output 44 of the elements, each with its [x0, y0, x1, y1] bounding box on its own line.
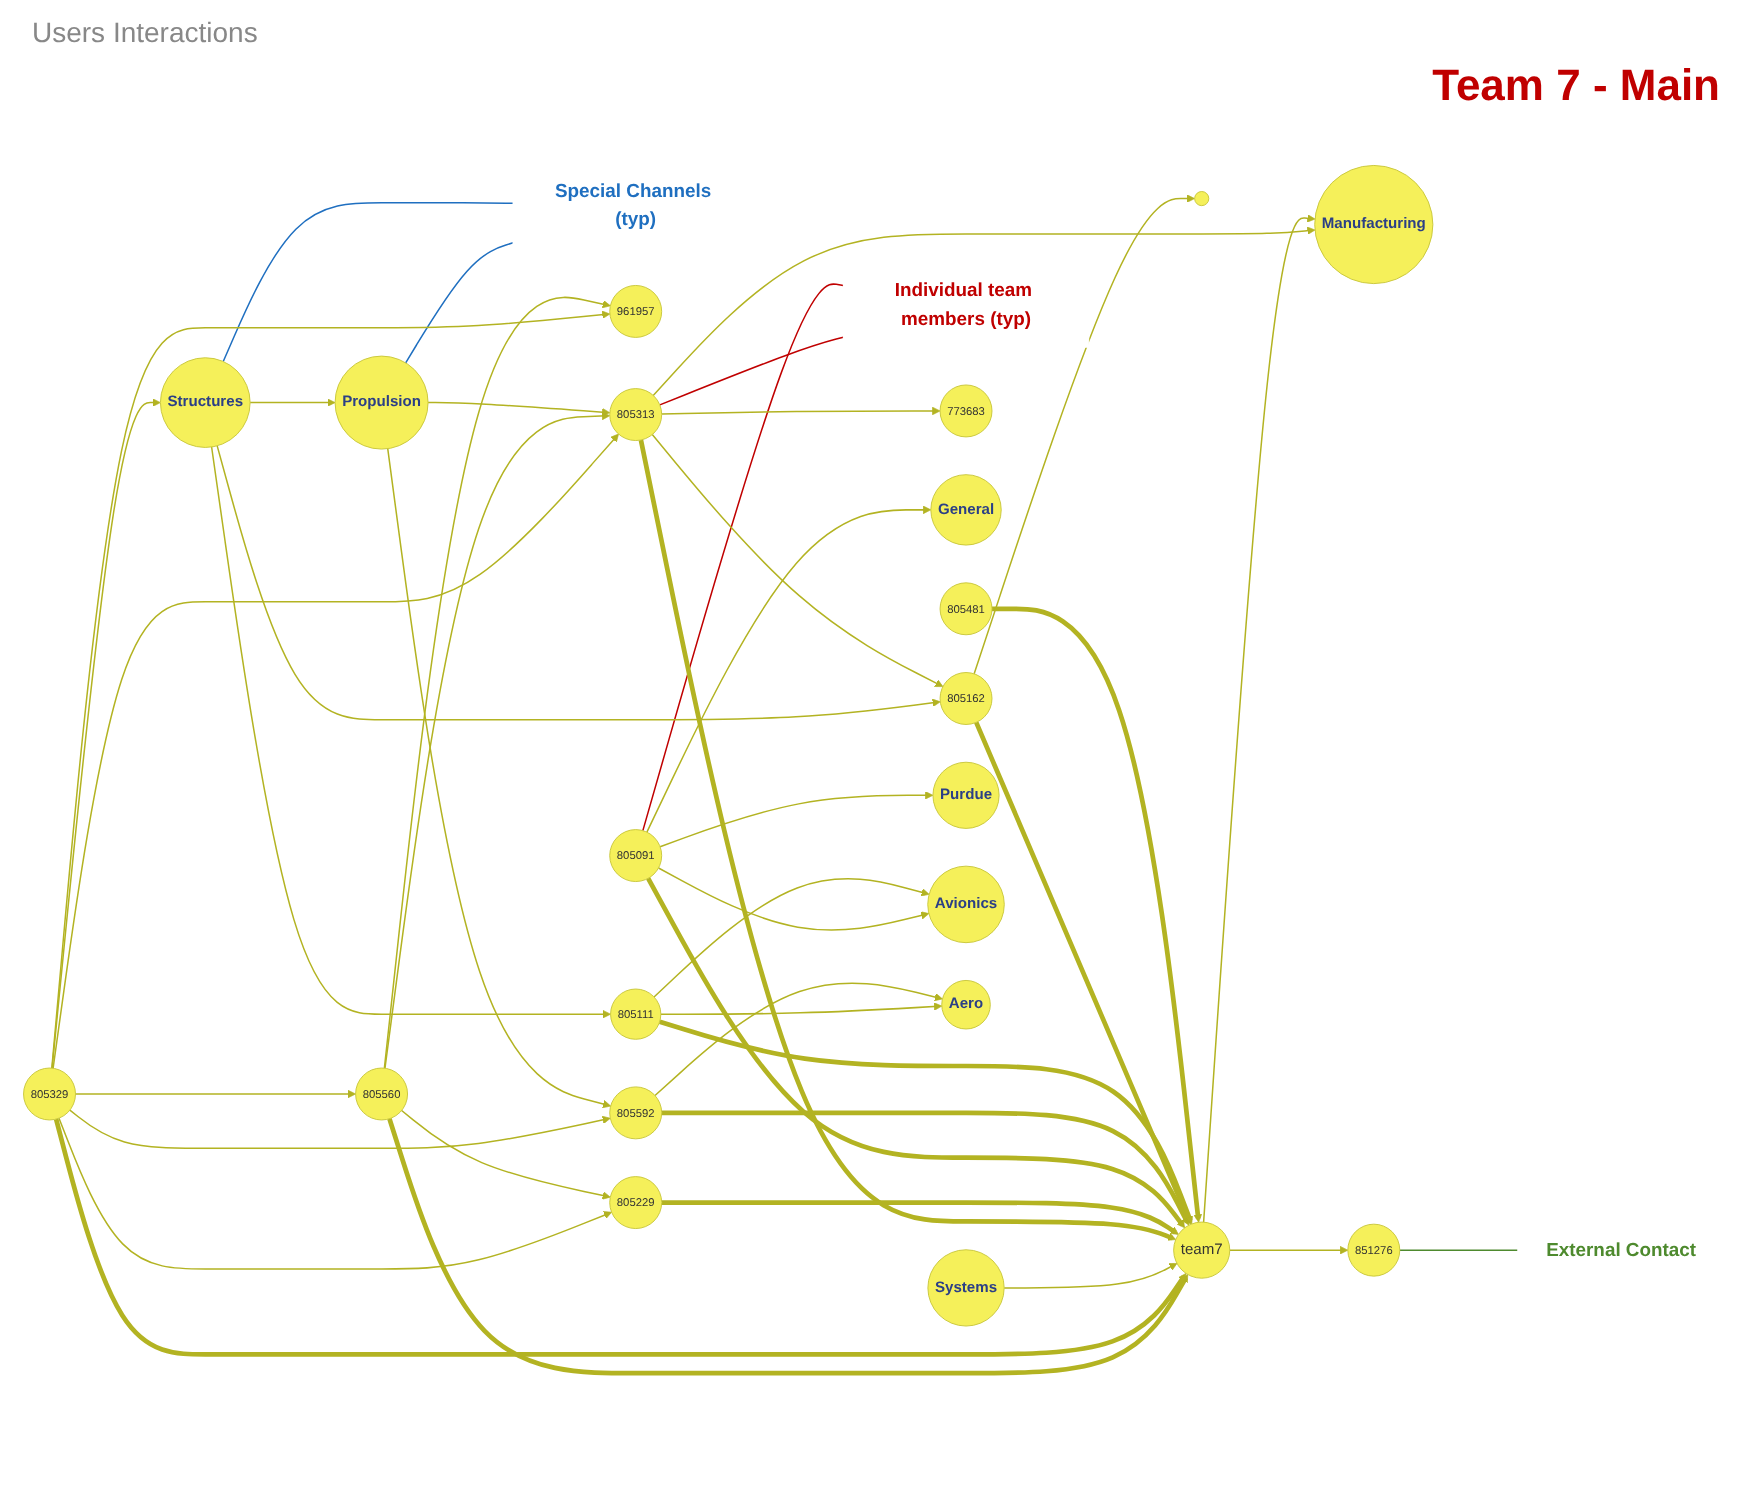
- arrow: [654, 982, 943, 1097]
- arrow: [400, 1109, 611, 1200]
- arrow: [1229, 1246, 1349, 1255]
- arrow: [653, 878, 930, 998]
- arrow: [652, 226, 1316, 397]
- arrow: [973, 194, 1195, 675]
- arrow: [657, 867, 930, 931]
- connector: [404, 242, 514, 364]
- arrow: [387, 1118, 1189, 1376]
- connector: [642, 283, 845, 832]
- node-text: Special Channels (typ): [554, 180, 712, 230]
- arrow: [69, 1109, 611, 1150]
- arrow: [661, 1110, 1190, 1226]
- arrow: [659, 791, 934, 848]
- panel-title: Users Interactions: [32, 16, 258, 48]
- arrow: [646, 505, 932, 833]
- arrow: [1003, 1263, 1178, 1289]
- arrow: [210, 446, 611, 1019]
- connector: [222, 201, 514, 363]
- arrow: [659, 1019, 1193, 1225]
- node-text: Individual team members (typ): [894, 280, 1033, 330]
- arrow: [53, 1118, 1187, 1357]
- arrow: [646, 877, 1186, 1229]
- connector: [659, 336, 845, 406]
- connector: [1399, 1249, 1519, 1251]
- arrow: [661, 1200, 1179, 1235]
- arrow: [427, 401, 611, 417]
- node-circle: [1194, 191, 1210, 207]
- callout-text: Team 7 - Main: [1432, 60, 1720, 112]
- node-text: External Contact: [1546, 1239, 1697, 1261]
- arrow: [51, 310, 611, 1069]
- arrow: [638, 439, 1177, 1241]
- arrow: [216, 445, 941, 721]
- arrow: [58, 1117, 612, 1270]
- arrow: [1202, 214, 1316, 1223]
- arrow: [383, 296, 611, 1069]
- arrow: [74, 1089, 356, 1099]
- arrow: [249, 398, 336, 407]
- arrow: [52, 433, 619, 1070]
- arrow: [660, 1002, 943, 1015]
- arrow: [974, 721, 1192, 1225]
- arrow: [651, 433, 944, 687]
- arrow: [660, 406, 941, 416]
- arrow: [992, 606, 1202, 1223]
